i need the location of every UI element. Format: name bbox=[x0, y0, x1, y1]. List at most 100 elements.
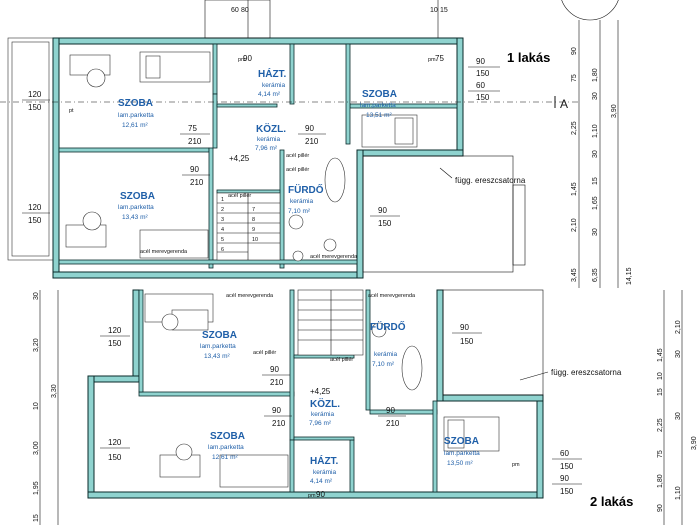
svg-text:1,10: 1,10 bbox=[592, 124, 599, 138]
svg-text:75: 75 bbox=[435, 54, 444, 63]
room-floor: kerámia bbox=[313, 469, 337, 476]
svg-text:30: 30 bbox=[33, 292, 40, 300]
svg-text:80: 80 bbox=[241, 7, 249, 14]
steel-pillar-label: acél pillér bbox=[286, 153, 309, 159]
room-area: 13,43 m² bbox=[122, 214, 148, 221]
svg-text:210: 210 bbox=[386, 419, 400, 428]
svg-text:9: 9 bbox=[252, 227, 255, 233]
svg-text:90: 90 bbox=[270, 365, 279, 374]
svg-text:pm: pm bbox=[238, 57, 246, 63]
svg-text:3,90: 3,90 bbox=[691, 436, 698, 450]
svg-text:3: 3 bbox=[221, 217, 224, 223]
svg-text:4: 4 bbox=[221, 227, 224, 233]
unit1-dim-chain: 90 75 1,80 30 2,25 1,10 30 1,45 15 1,65 … bbox=[571, 20, 633, 290]
svg-text:150: 150 bbox=[378, 219, 392, 228]
svg-text:90: 90 bbox=[386, 406, 395, 415]
room-area: 7,10 m² bbox=[372, 361, 395, 368]
svg-text:10: 10 bbox=[657, 372, 664, 380]
unit1-terrace bbox=[362, 155, 526, 273]
svg-text:1,80: 1,80 bbox=[592, 68, 599, 82]
svg-text:150: 150 bbox=[460, 337, 474, 346]
unit2-room-labels: SZOBA lam.parketta 13,43 m² FÜRDŐ kerámi… bbox=[200, 320, 480, 485]
unit2-annotations: acél merevgerenda acél merevgerenda acél… bbox=[226, 293, 622, 381]
svg-text:15: 15 bbox=[440, 7, 448, 14]
room-area: 7,96 m² bbox=[309, 420, 332, 427]
svg-text:150: 150 bbox=[108, 453, 122, 462]
svg-text:90: 90 bbox=[657, 504, 664, 512]
svg-text:15: 15 bbox=[592, 177, 599, 185]
svg-text:120: 120 bbox=[28, 90, 42, 99]
steel-beam-label: acél merevgerenda bbox=[310, 254, 358, 260]
svg-text:10: 10 bbox=[430, 7, 438, 14]
unit2-dim-chain-left: 30 3,20 3,30 10 3,00 1,95 15 bbox=[33, 290, 59, 525]
svg-text:90: 90 bbox=[378, 206, 387, 215]
section-mark: A bbox=[560, 97, 568, 111]
svg-text:10: 10 bbox=[33, 402, 40, 410]
svg-text:90: 90 bbox=[243, 54, 252, 63]
svg-text:90: 90 bbox=[190, 165, 199, 174]
room-area: 12,61 m² bbox=[122, 122, 148, 129]
room-floor: lam.parketta bbox=[208, 444, 244, 451]
svg-text:14,15: 14,15 bbox=[626, 267, 633, 285]
svg-text:60: 60 bbox=[231, 7, 239, 14]
svg-text:7: 7 bbox=[252, 207, 255, 213]
svg-text:2,25: 2,25 bbox=[571, 121, 578, 135]
svg-text:90: 90 bbox=[305, 124, 314, 133]
room-name: SZOBA bbox=[210, 431, 245, 442]
room-floor: kerámia bbox=[311, 411, 335, 418]
unit1-walls bbox=[52, 37, 464, 279]
north-arrow bbox=[561, 0, 619, 21]
room-area: 7,10 m² bbox=[288, 208, 311, 215]
svg-text:2,10: 2,10 bbox=[571, 218, 578, 232]
room-name: SZOBA bbox=[202, 330, 237, 341]
room-name: SZOBA bbox=[444, 436, 479, 447]
room-name: KÖZL. bbox=[256, 122, 286, 135]
svg-text:150: 150 bbox=[476, 69, 490, 78]
unit1-annotations: acél pillér acél pillér acél pillér acél… bbox=[140, 153, 526, 260]
svg-text:3,20: 3,20 bbox=[33, 338, 40, 352]
unit1-openings: 120 150 120 150 75 210 90 210 90 210 90 … bbox=[22, 7, 500, 228]
svg-text:1,95: 1,95 bbox=[33, 481, 40, 495]
svg-text:210: 210 bbox=[270, 378, 284, 387]
room-area: 12,61 m² bbox=[212, 454, 238, 461]
unit2-terrace bbox=[442, 289, 544, 396]
unit2-stairs bbox=[297, 289, 364, 356]
svg-text:90: 90 bbox=[460, 323, 469, 332]
room-name: SZOBA bbox=[120, 191, 155, 202]
gutter-label: függ. ereszcsatorna bbox=[455, 176, 526, 185]
stair-numbers: 1 2 3 4 5 6 7 8 9 10 bbox=[221, 197, 258, 253]
room-name: HÁZT. bbox=[310, 454, 339, 467]
room-area: 4,14 m² bbox=[258, 91, 281, 98]
room-floor: lam.parketta bbox=[360, 102, 396, 109]
svg-text:pt: pt bbox=[69, 108, 74, 114]
level-mark: +4,25 bbox=[310, 387, 331, 396]
svg-text:120: 120 bbox=[108, 438, 122, 447]
room-name: HÁZT. bbox=[258, 67, 287, 80]
room-floor: lam.parketta bbox=[118, 204, 154, 211]
svg-text:150: 150 bbox=[560, 462, 574, 471]
svg-text:90: 90 bbox=[316, 490, 325, 499]
svg-text:75: 75 bbox=[657, 450, 664, 458]
steel-pillar-label: acél pillér bbox=[286, 167, 309, 173]
svg-text:30: 30 bbox=[592, 228, 599, 236]
unit1-entrance bbox=[204, 0, 271, 39]
unit1-stairs bbox=[216, 192, 281, 261]
svg-text:75: 75 bbox=[188, 124, 197, 133]
svg-text:2,10: 2,10 bbox=[675, 320, 682, 334]
unit2-walls bbox=[87, 289, 544, 499]
room-name: SZOBA bbox=[362, 89, 397, 100]
svg-text:1,80: 1,80 bbox=[657, 474, 664, 488]
svg-text:15: 15 bbox=[33, 514, 40, 522]
room-floor: lam.parketta bbox=[444, 450, 480, 457]
svg-text:75: 75 bbox=[571, 74, 578, 82]
svg-text:150: 150 bbox=[28, 216, 42, 225]
svg-text:210: 210 bbox=[272, 419, 286, 428]
svg-text:6,35: 6,35 bbox=[592, 268, 599, 282]
unit1-balcony bbox=[7, 37, 54, 261]
svg-text:3,45: 3,45 bbox=[571, 268, 578, 282]
svg-text:30: 30 bbox=[592, 150, 599, 158]
room-area: 13,50 m² bbox=[447, 460, 473, 467]
svg-text:120: 120 bbox=[28, 203, 42, 212]
room-area: 7,96 m² bbox=[255, 145, 278, 152]
